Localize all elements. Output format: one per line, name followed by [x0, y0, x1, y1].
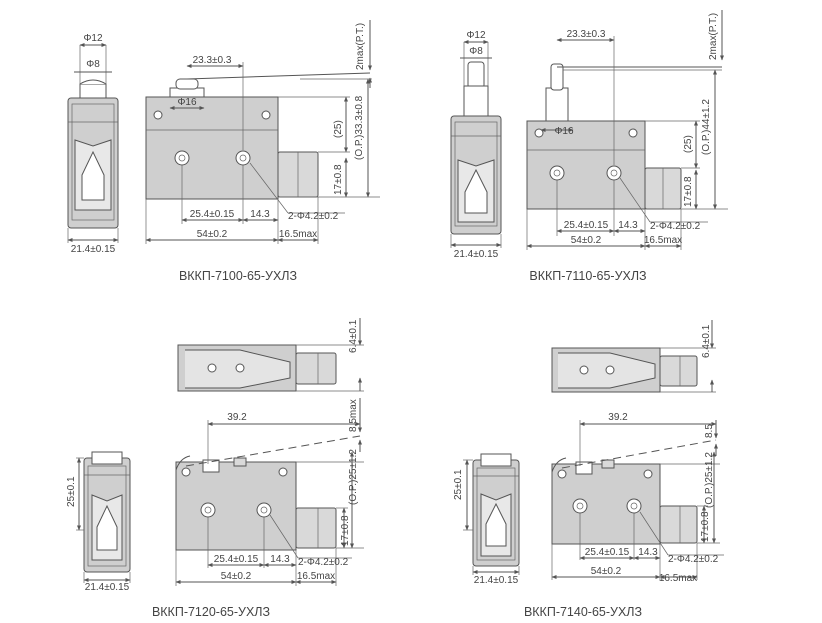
- dim-mount-holes: 2-Φ4.2±0.2: [298, 557, 349, 568]
- switch-7120-drawing: 6.4±0.1 25±0.1 21.4±0.15: [66, 318, 364, 619]
- dim-pretravel: 8.5: [704, 424, 715, 438]
- dim-phi12: Φ12: [466, 30, 486, 41]
- dim-phi16: Φ16: [554, 126, 574, 137]
- dim-height-25: 25±0.1: [66, 476, 77, 507]
- switch-7110-drawing: Φ12 Φ8 21.4±0.15 Φ16 23.3±0.3 2max(P.T: [450, 10, 728, 283]
- dim-width: 21.4±0.15: [454, 249, 499, 260]
- dim-height-25: 25±0.1: [453, 469, 464, 500]
- switch-7100-side-view: [67, 79, 119, 229]
- dim-reference-25: (25): [333, 120, 344, 138]
- caption-7110: ВККП-7110-65-УХЛЗ: [529, 269, 646, 283]
- dim-height-17: 17±0.8: [683, 176, 694, 207]
- dim-14-3: 14.3: [270, 554, 290, 565]
- dim-14-3: 14.3: [250, 209, 270, 220]
- dim-height-17: 17±0.8: [333, 164, 344, 195]
- switch-7120-top-view: [177, 344, 337, 392]
- switch-7100-front-view: [145, 72, 371, 200]
- dim-overtravel: 16.5max: [644, 235, 682, 246]
- switch-7120-front-view: [175, 435, 361, 551]
- dim-operating-position: (O.P.)25±1.2: [348, 449, 359, 505]
- dim-hole-spacing: 25.4±0.15: [564, 220, 609, 231]
- dim-length-54: 54±0.2: [591, 566, 622, 577]
- caption-7120: ВККП-7120-65-УХЛЗ: [152, 605, 270, 619]
- dim-hole-spacing: 25.4±0.15: [585, 547, 630, 558]
- dim-lever-length: 39.2: [227, 412, 247, 423]
- dim-width: 21.4±0.15: [71, 244, 116, 255]
- dim-14-3: 14.3: [638, 547, 658, 558]
- dim-pretravel: 8.5max: [348, 399, 359, 432]
- dim-reference-25: (25): [683, 135, 694, 153]
- dim-lever-position: 23.3±0.3: [567, 29, 606, 40]
- switch-7110-front-view: [526, 63, 722, 210]
- dim-lever-position: 23.3±0.3: [193, 55, 232, 66]
- dim-operating-position: (O.P.)33.3±0.8: [354, 95, 365, 160]
- dim-height-17: 17±0.8: [340, 515, 351, 546]
- switch-7140-top-view: [551, 347, 698, 393]
- dim-operating-position: (O.P.)25±1.2: [704, 452, 715, 508]
- dim-hole-spacing: 25.4±0.15: [190, 209, 235, 220]
- switch-7110-side-view: [450, 61, 502, 235]
- dim-overtravel: 16.5max: [659, 573, 697, 584]
- dim-phi8: Φ8: [86, 59, 100, 70]
- dim-operating-position: (O.P.)44±1.2: [701, 99, 712, 155]
- caption-7100: ВККП-7100-65-УХЛЗ: [179, 269, 297, 283]
- dim-hole-spacing: 25.4±0.15: [214, 554, 259, 565]
- dim-phi8: Φ8: [469, 46, 483, 57]
- dim-pretravel: 2max(P.T.): [708, 13, 719, 60]
- dim-mount-holes: 2-Φ4.2±0.2: [668, 554, 719, 565]
- switch-7120-side-view: [83, 451, 131, 573]
- switch-7140-front-view: [551, 439, 717, 545]
- dim-top-thickness: 6.4±0.1: [348, 319, 359, 353]
- dim-lever-length: 39.2: [608, 412, 628, 423]
- dim-length-54: 54±0.2: [221, 571, 252, 582]
- dim-overtravel: 16.5max: [297, 571, 335, 582]
- dim-mount-holes: 2-Φ4.2±0.2: [288, 211, 339, 222]
- dim-overtravel: 16.5max: [279, 229, 317, 240]
- dim-phi16: Φ16: [177, 97, 197, 108]
- dim-width: 21.4±0.15: [474, 575, 519, 586]
- switch-7140-side-view: [472, 453, 520, 567]
- dim-14-3: 14.3: [618, 220, 638, 231]
- dim-width: 21.4±0.15: [85, 582, 130, 593]
- dim-phi12: Φ12: [83, 33, 103, 44]
- dim-length-54: 54±0.2: [197, 229, 228, 240]
- dim-height-17: 17±0.8: [700, 511, 711, 542]
- dim-pretravel: 2max(P.T.): [355, 23, 366, 70]
- switch-7100-drawing: Φ12 Φ8 21.4±0.15 Φ16 23.3±0.3: [67, 20, 380, 283]
- dim-top-thickness: 6.4±0.1: [701, 324, 712, 358]
- dim-mount-holes: 2-Φ4.2±0.2: [650, 221, 701, 232]
- dim-length-54: 54±0.2: [571, 235, 602, 246]
- switch-7140-drawing: 6.4±0.1 25±0.1 21.4±0.15: [453, 320, 724, 619]
- caption-7140: ВККП-7140-65-УХЛЗ: [524, 605, 642, 619]
